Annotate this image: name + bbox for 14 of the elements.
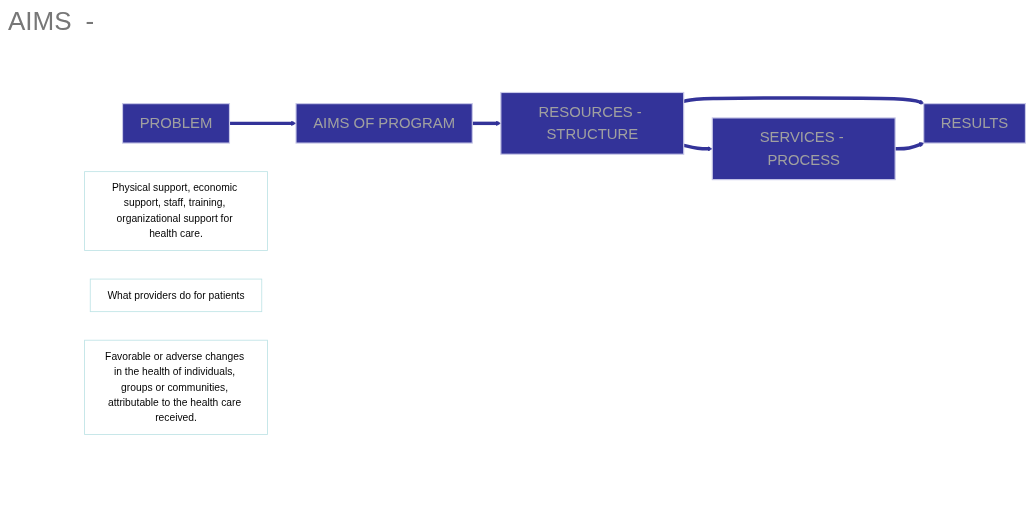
node-box: AIMS OF PROGRAM bbox=[295, 103, 473, 144]
arrow bbox=[683, 143, 713, 152]
node-box: What providers do for patients bbox=[89, 278, 263, 313]
node-box: RESULTS bbox=[923, 103, 1026, 144]
arrow bbox=[895, 142, 925, 151]
node-box: PROBLEM bbox=[121, 103, 231, 144]
note-text: AIMS bbox=[8, 6, 72, 37]
arrow bbox=[683, 96, 925, 105]
note-text: - bbox=[85, 6, 95, 37]
node-box: RESOURCES - STRUCTURE bbox=[500, 91, 685, 155]
node-box: Favorable or adverse changes in the health of individuals, groups or communities, attributable to the health care received. bbox=[84, 339, 268, 435]
node-box: Physical support, economic support, staff, training, organizational support for health care. bbox=[84, 171, 268, 251]
arrow bbox=[229, 120, 297, 126]
node-box: SERVICES - PROCESS bbox=[711, 117, 896, 181]
